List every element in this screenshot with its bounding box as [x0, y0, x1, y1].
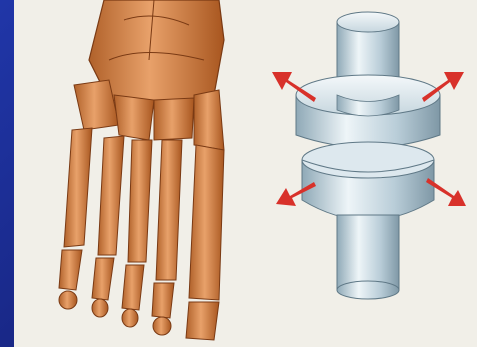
illustration-svg	[14, 0, 477, 347]
illustration	[14, 0, 477, 347]
